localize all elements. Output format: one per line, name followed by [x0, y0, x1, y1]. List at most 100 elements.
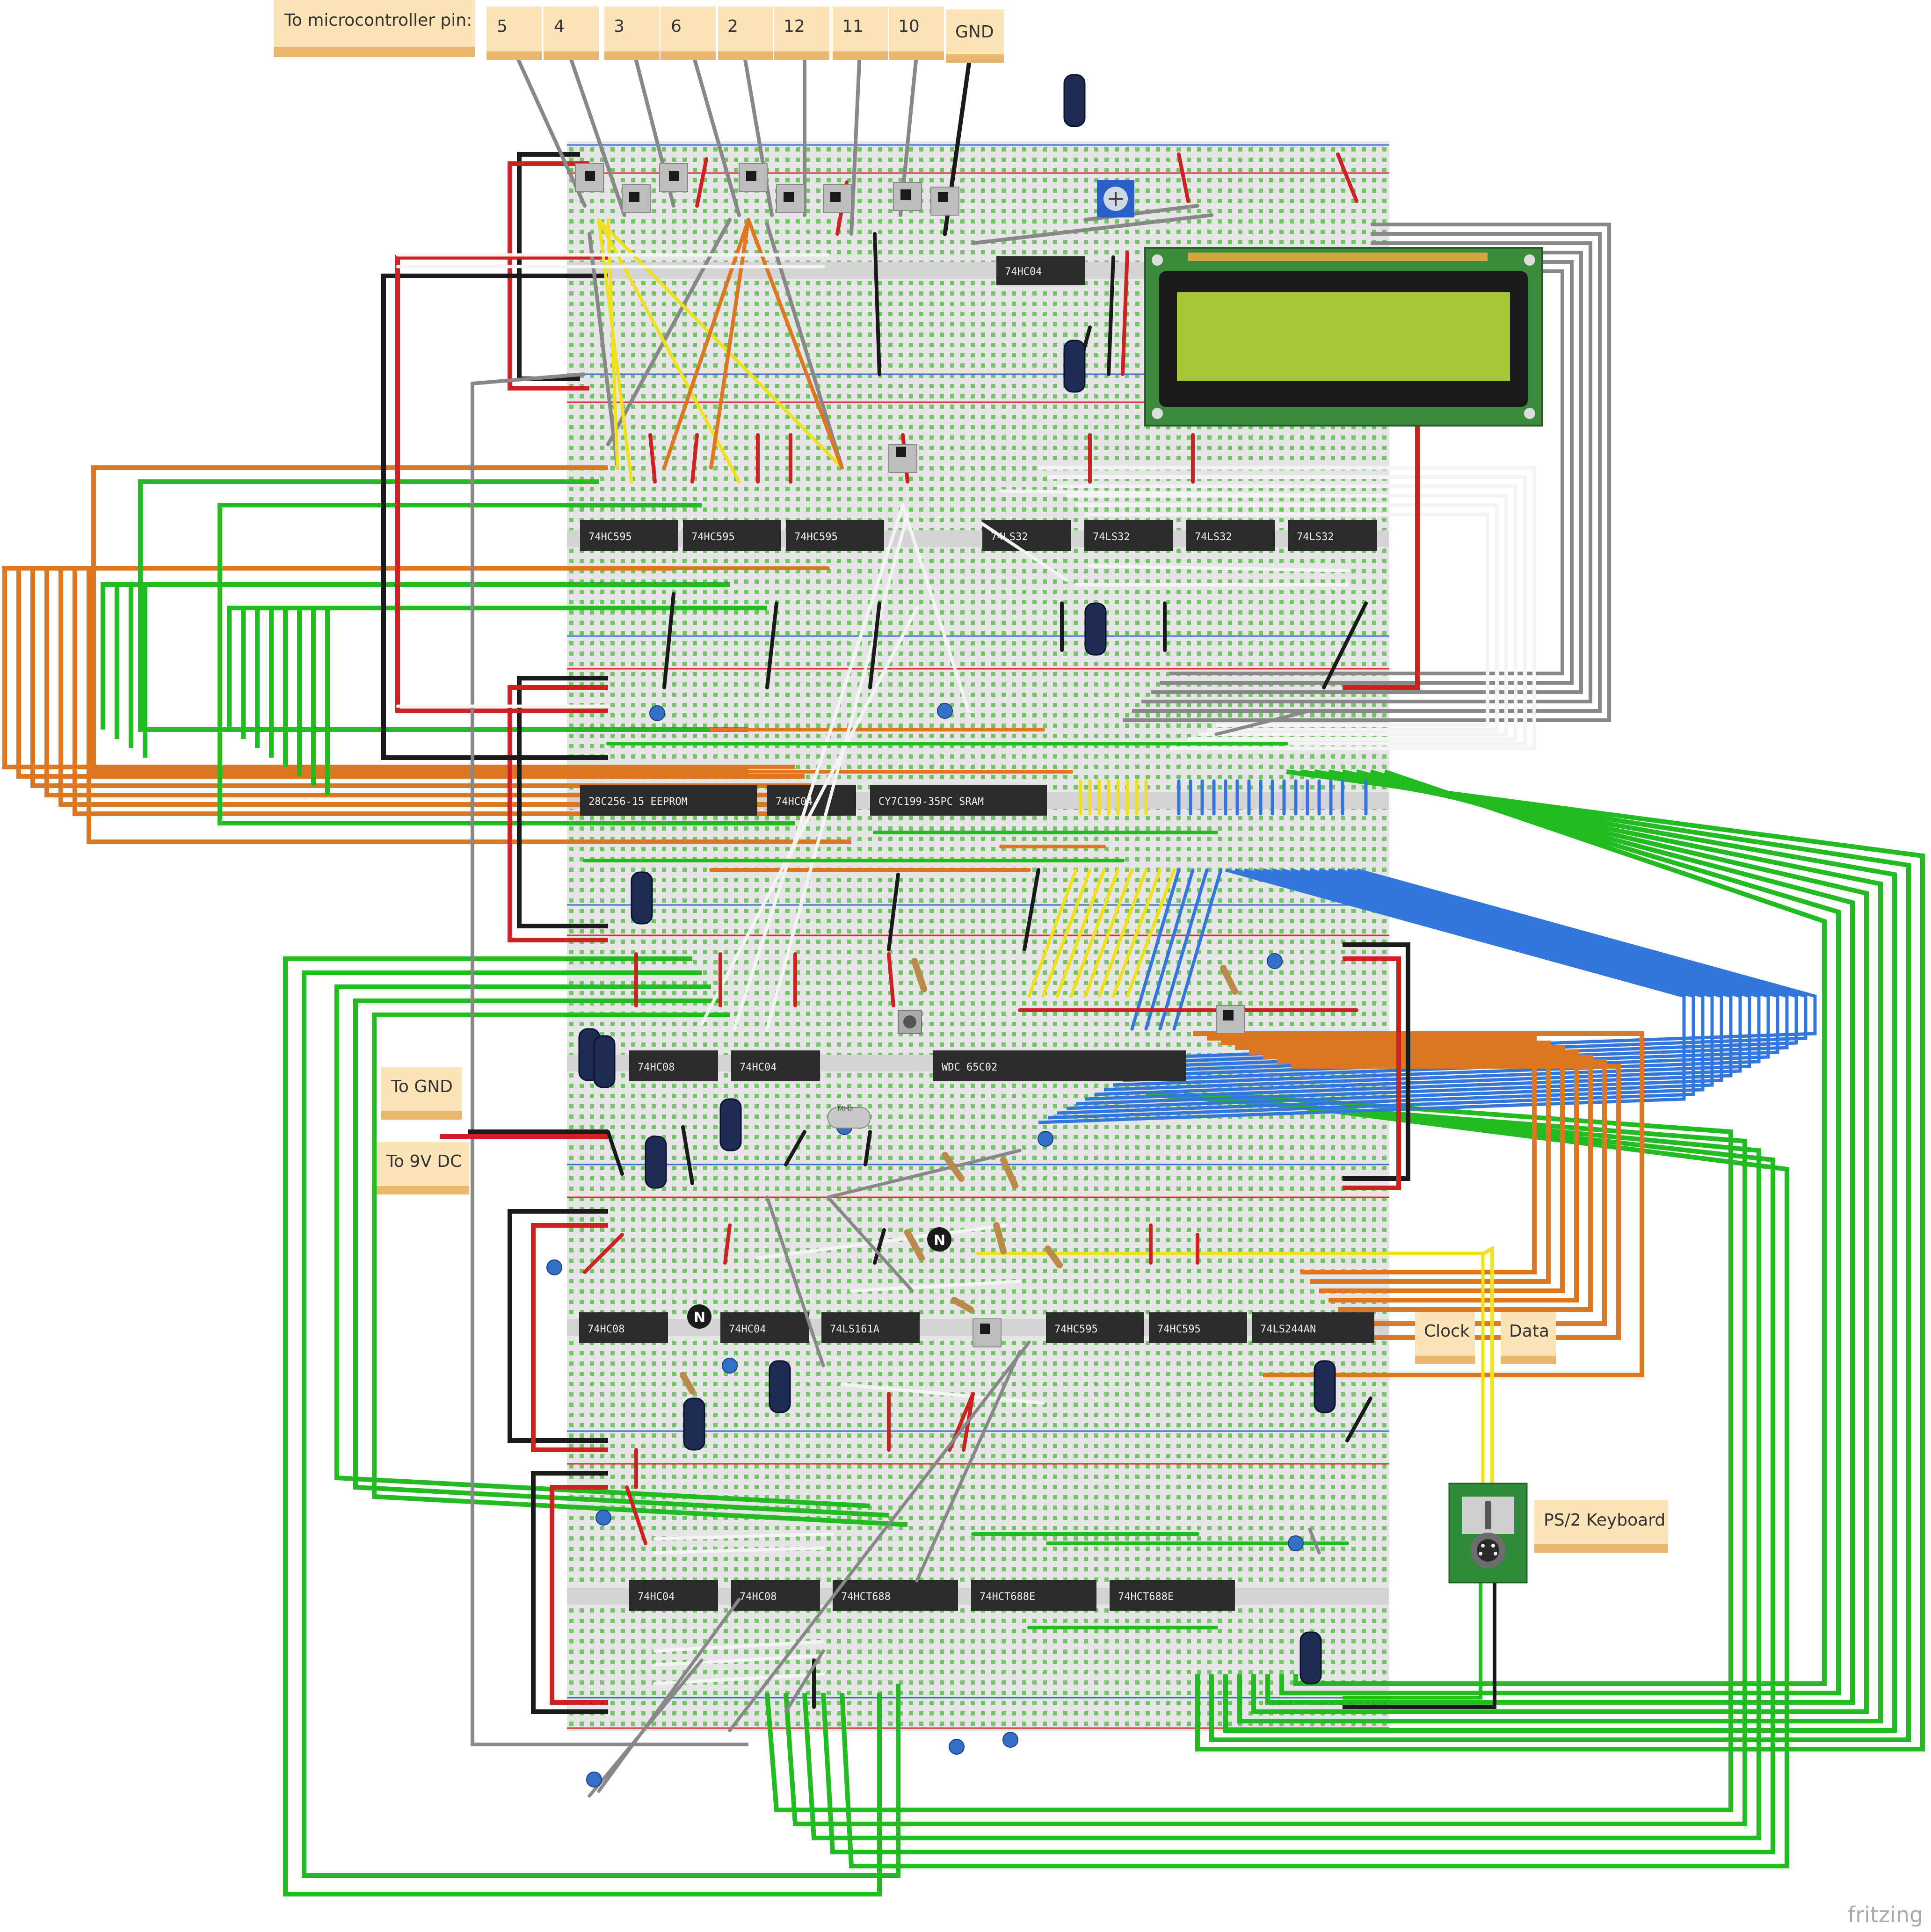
chip-row5-3: 74HC595: [1046, 1312, 1144, 1343]
chip-label: 74HCT688E: [1118, 1591, 1174, 1603]
chip-label: CY7C199-35PC SRAM: [878, 796, 984, 808]
note-ps2-text: PS/2 Keyboard: [1544, 1511, 1665, 1530]
chip-label: 74HC08: [638, 1062, 675, 1073]
note-pin-3: 3: [604, 7, 660, 60]
note-ps2: PS/2 Keyboard: [1534, 1500, 1668, 1553]
chip-row-3: 28C256-15 EEPROM 74HC04 CY7C199-35PC SRA…: [580, 785, 1047, 816]
note-pin-2: 2: [718, 7, 773, 60]
chip-row-1: 74HC04: [996, 256, 1085, 285]
chip-label: 74LS161A: [830, 1324, 879, 1335]
transistors: N N: [687, 1227, 951, 1329]
chip-label: 74HCT688: [841, 1591, 891, 1603]
chip-row5-5: 74LS244AN: [1252, 1312, 1374, 1343]
pin-label: 2: [727, 17, 738, 36]
chip-label: 74HC595: [1157, 1324, 1201, 1335]
chip-row-4: 74HC08 74HC04 WDC 65C02: [629, 1050, 1186, 1081]
note-pin-4: 4: [544, 7, 599, 60]
chip-row6-3: 74HCT688E: [971, 1580, 1096, 1611]
chip-label: 74LS32: [1093, 531, 1130, 543]
onboard-wires: [396, 49, 1485, 1798]
chip-label: 74HC04: [740, 1062, 777, 1073]
chip-label: 74HC595: [588, 531, 632, 543]
pin-label: 5: [497, 17, 508, 36]
note-clock-text: Clock: [1424, 1322, 1470, 1341]
chip-label: 74HC04: [729, 1324, 766, 1335]
note-to-9v: To 9V DC: [377, 1142, 469, 1194]
chip-row4-2: WDC 65C02: [933, 1050, 1186, 1081]
chip-row6-1: 74HC08: [731, 1580, 820, 1611]
note-pin-12: 12: [774, 7, 829, 60]
notes: To microcontroller pin: 5 4 3 6 2 12 11 …: [274, 0, 1668, 1553]
chip-row2-6: 74LS32: [1288, 520, 1377, 551]
switches: [575, 163, 1245, 1347]
chip-row4-1: 74HC04: [731, 1050, 820, 1081]
pin-label: 10: [898, 17, 920, 36]
chip-row-2: 74HC595 74HC595 74HC595 74LS32 74LS32 74…: [580, 520, 1377, 551]
transistor-mark: N: [934, 1232, 945, 1249]
chip-label: 74HCT688E: [980, 1591, 1035, 1603]
chip-label: 74HC04: [1005, 266, 1042, 278]
crystal-mark: MHz: [837, 1104, 853, 1113]
chip-label: 74HC08: [740, 1591, 777, 1603]
pin-label: GND: [955, 22, 994, 42]
chip-row5-2: 74LS161A: [821, 1312, 920, 1343]
chip-label: 74LS32: [1195, 531, 1232, 543]
note-to-gnd: To GND: [381, 1067, 462, 1120]
chip-label: 74LS244AN: [1260, 1324, 1316, 1335]
note-data-text: Data: [1509, 1322, 1549, 1341]
chip-label: 74HC04: [638, 1591, 675, 1603]
chip-row-6: 74HC04 74HC08 74HCT688 74HCT688E 74HCT68…: [629, 1580, 1235, 1611]
note-clock: Clock: [1415, 1312, 1475, 1364]
chip-row5-1: 74HC04: [720, 1312, 809, 1343]
crystal: MHz: [828, 1104, 871, 1129]
transistor-mark: N: [694, 1310, 705, 1326]
chip-row2-5: 74LS32: [1186, 520, 1275, 551]
potentiometer: [1097, 180, 1134, 217]
chip-row2-4: 74LS32: [1084, 520, 1173, 551]
pin-label: 12: [784, 17, 805, 36]
note-to-gnd-text: To GND: [391, 1077, 453, 1096]
capacitors-electrolytic: [578, 74, 1336, 1685]
chip-row-5: 74HC08 74HC04 74LS161A 74HC595 74HC595 7…: [579, 1312, 1374, 1343]
chip-row2-3: 74LS32: [982, 520, 1071, 551]
chip-label: 28C256-15 EEPROM: [588, 796, 688, 808]
lcd-display: [1144, 247, 1543, 427]
chip-label: WDC 65C02: [942, 1062, 997, 1073]
note-mcu-header-text: To microcontroller pin:: [284, 11, 472, 30]
note-pin-6: 6: [661, 7, 716, 60]
pin-label: 3: [614, 17, 624, 36]
chip-row5-4: 74HC595: [1149, 1312, 1247, 1343]
chip-row6-0: 74HC04: [629, 1580, 718, 1611]
ps2-connector: [1343, 1245, 1528, 1709]
chip-row2-1: 74HC595: [683, 520, 781, 551]
chip-row2-0: 74HC595: [580, 520, 678, 551]
pin-label: 11: [842, 17, 864, 36]
chip-label: 74HC595: [1054, 1324, 1098, 1335]
chip-row3-2: CY7C199-35PC SRAM: [870, 785, 1047, 816]
note-to-9v-text: To 9V DC: [386, 1152, 462, 1171]
chip-row3-0: 28C256-15 EEPROM: [580, 785, 757, 816]
wire-loops-right: [381, 152, 1925, 1868]
chip-label: 74LS32: [1297, 531, 1334, 543]
chip-label: 74HC08: [588, 1324, 624, 1335]
pin-label: 6: [671, 17, 682, 36]
fritzing-watermark: fritzing: [1848, 1902, 1923, 1927]
note-mcu-header: To microcontroller pin:: [274, 0, 475, 57]
chip-row2-2: 74HC595: [786, 520, 884, 551]
chip-row6-2: 74HCT688: [833, 1580, 958, 1611]
note-pin-11: 11: [833, 7, 888, 60]
note-data: Data: [1501, 1312, 1556, 1364]
pin-label: 4: [554, 17, 565, 36]
chip-row4-0: 74HC08: [629, 1050, 718, 1081]
note-pin-gnd: GND: [946, 9, 1004, 63]
chip-row6-4: 74HCT688E: [1110, 1580, 1235, 1611]
chip-label: 74HC595: [691, 531, 735, 543]
chip-row5-0: 74HC08: [579, 1312, 668, 1343]
note-pin-10: 10: [889, 7, 944, 60]
chip-label: 74HC595: [794, 531, 838, 543]
resistors: [680, 958, 1238, 1395]
breadboard-2: [567, 431, 1389, 698]
note-pin-5: 5: [486, 7, 542, 60]
chip-row1-0: 74HC04: [996, 256, 1085, 285]
